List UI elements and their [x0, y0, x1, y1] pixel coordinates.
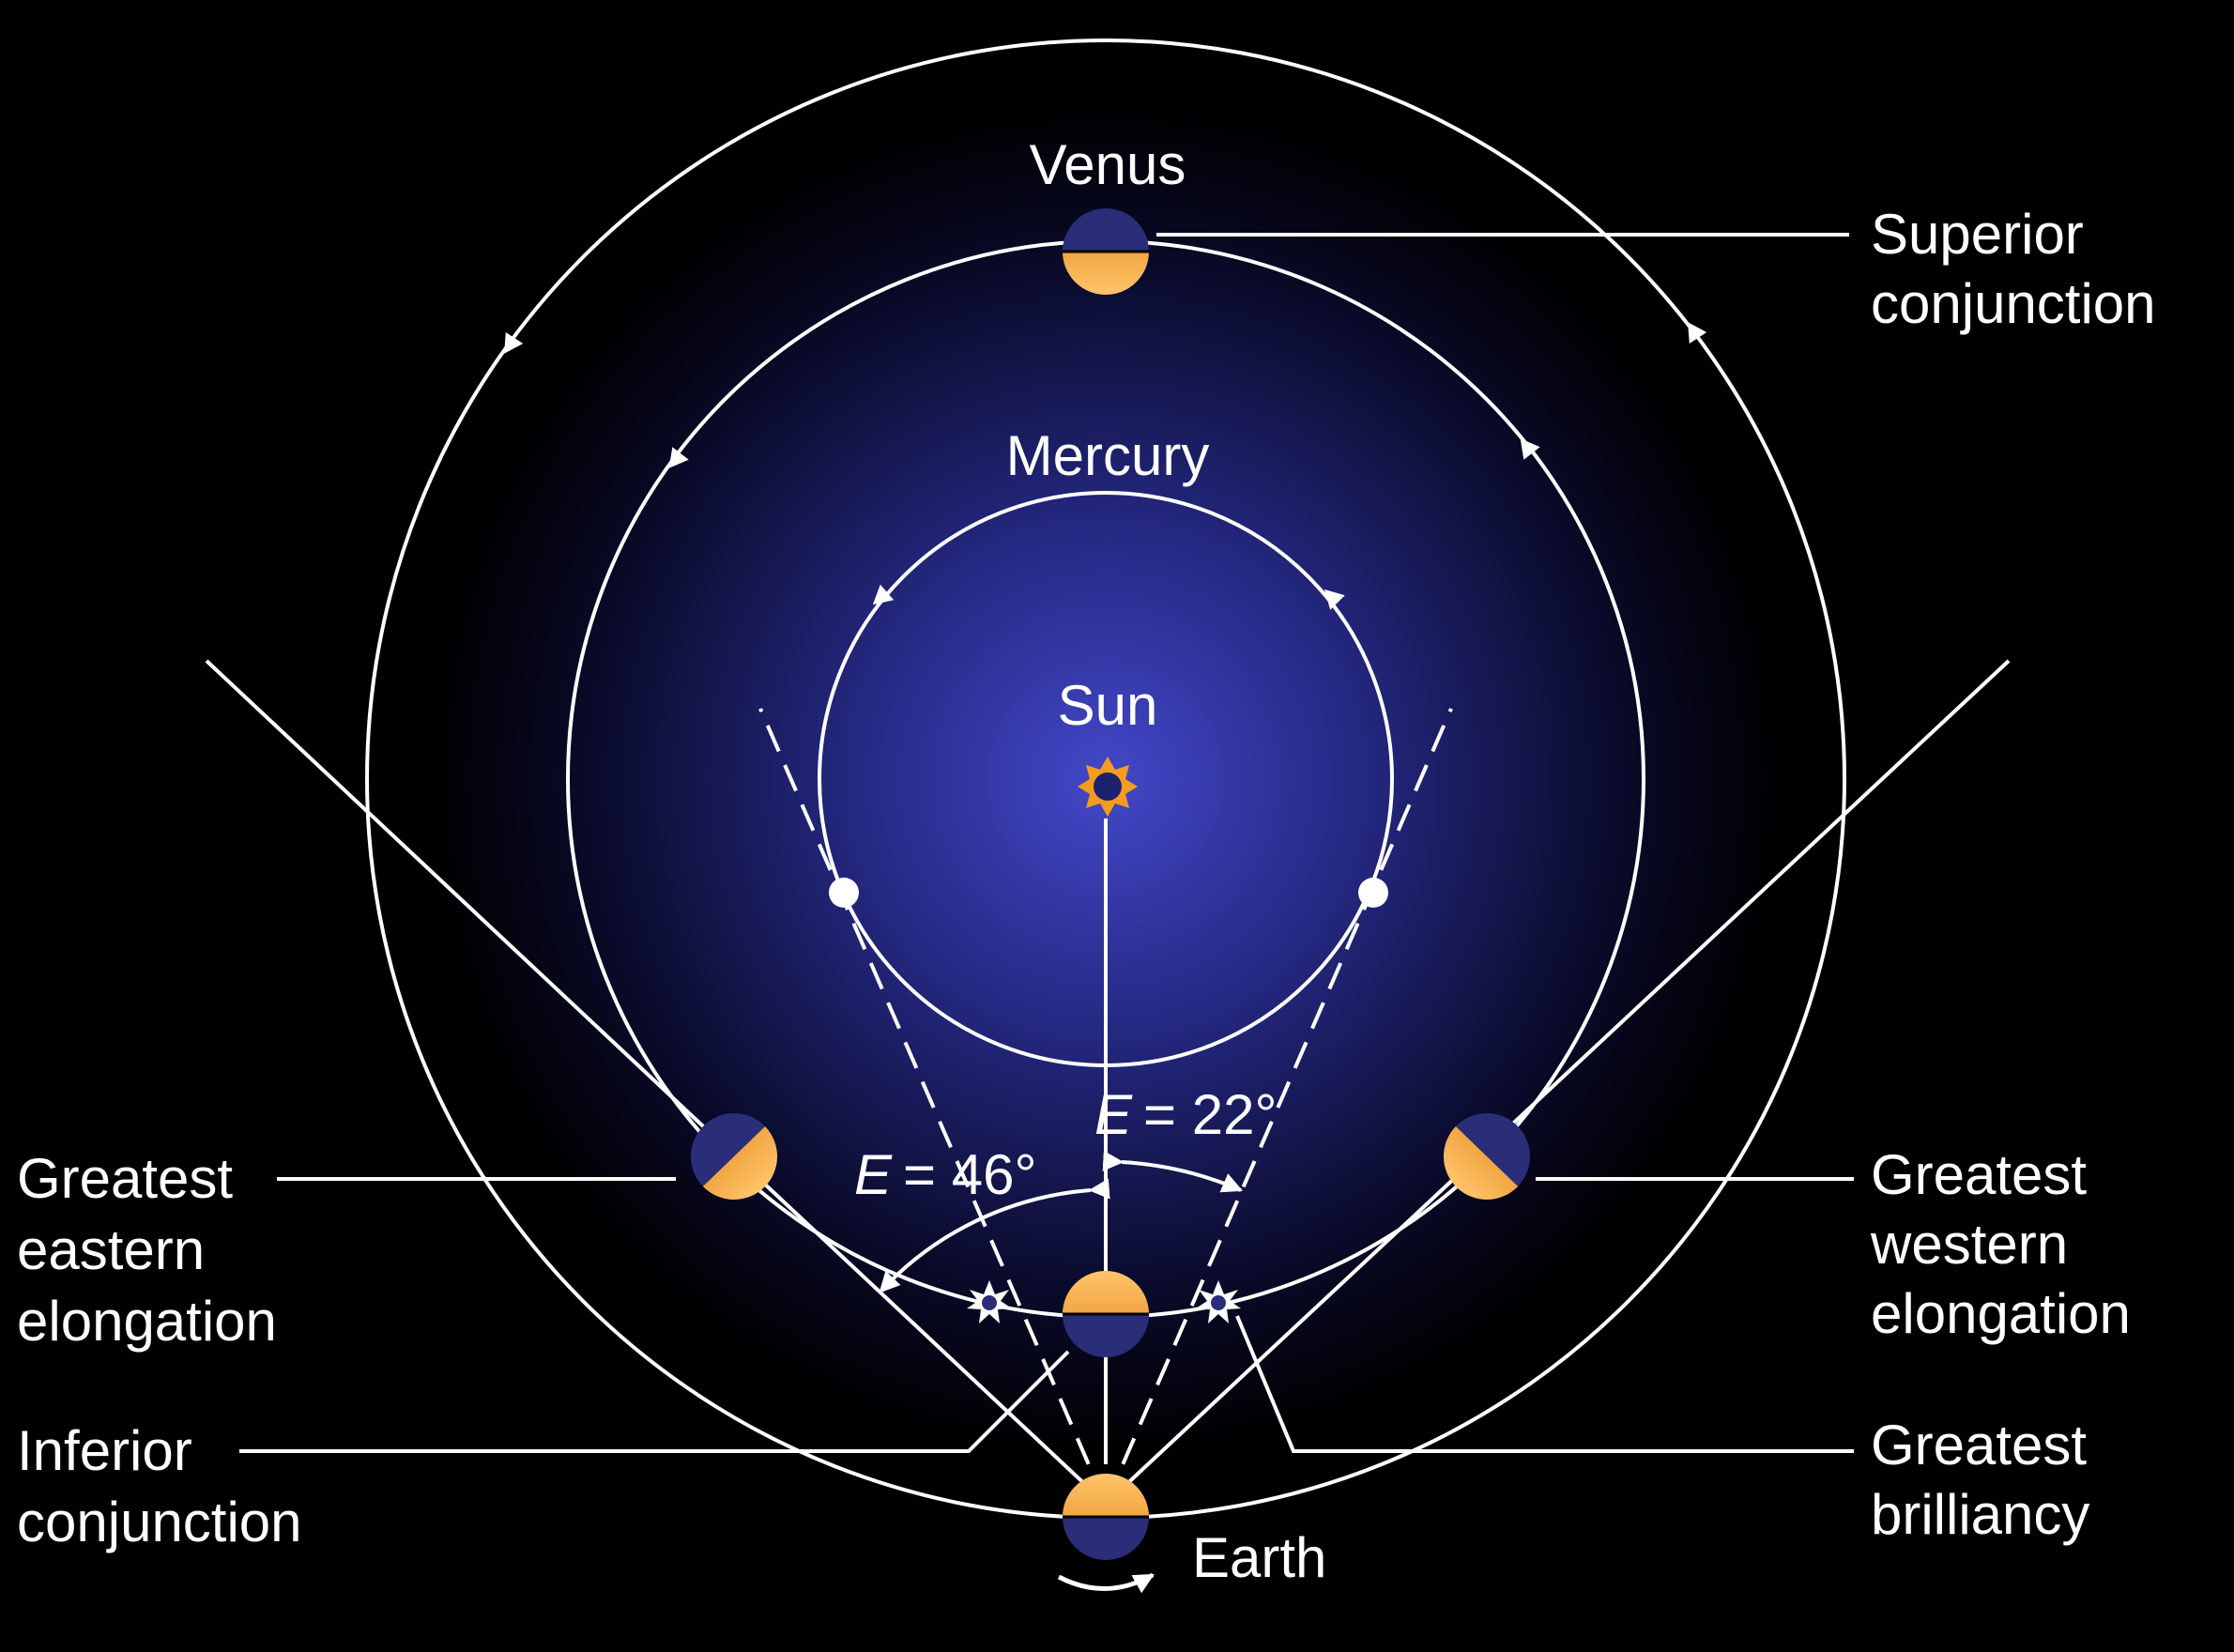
- mercury-orbit-arrow-right: [1324, 589, 1345, 610]
- sun-icon: [1078, 757, 1138, 817]
- mercury-western-elongation: [1358, 878, 1388, 908]
- mercury-orbit-arrow-left: [872, 584, 895, 605]
- venus-elongation-arc: [879, 1178, 1110, 1293]
- venus-superior-conjunction: [1063, 208, 1149, 295]
- mercury-eastern-elongation: [829, 878, 859, 908]
- orbit-direction-arrows: [504, 322, 1707, 610]
- brilliancy-star-west: [1196, 1280, 1241, 1323]
- brilliancy-star-east: [967, 1280, 1012, 1323]
- earth-orbit-arrow-right: [1688, 322, 1707, 344]
- eastern-elongation-label: Greatest eastern elongation: [17, 1147, 277, 1353]
- mercury-elongation-angle: E= 22°: [1094, 1083, 1277, 1146]
- mercury-west-sightline: [1104, 708, 1453, 1505]
- venus-orbit-arrow-left: [668, 447, 689, 468]
- eastern-elongation-sightline: [205, 659, 1108, 1506]
- venus-elongation-angle: E= 46°: [854, 1143, 1036, 1206]
- western-elongation-label: Greatest western elongation: [1870, 1143, 2131, 1345]
- callout-lines: [239, 233, 1854, 1453]
- sun-label: Sun: [1058, 674, 1158, 737]
- venus-eastern-elongation: [691, 1113, 777, 1200]
- earth-planet: [1063, 1474, 1149, 1560]
- greatest-brilliancy-label: Greatest brilliancy: [1871, 1414, 2103, 1546]
- greatest-brilliancy-leader: [1235, 1315, 1854, 1453]
- venus-orbit-arrow-right: [1520, 438, 1540, 460]
- mercury-label: Mercury: [1006, 424, 1210, 487]
- earth-label: Earth: [1192, 1526, 1326, 1589]
- venus-western-elongation: [1444, 1113, 1530, 1200]
- earth-rotation-arrow: [1057, 1572, 1155, 1594]
- earth-orbit-arrow-left: [504, 332, 524, 354]
- inferior-conjunction-label: Inferior conjunction: [17, 1419, 302, 1553]
- venus-label: Venus: [1030, 133, 1186, 196]
- venus-inferior-conjunction: [1063, 1271, 1149, 1357]
- inferior-conjunction-leader: [239, 1350, 1070, 1453]
- superior-conjunction-label: Superior conjunction: [1871, 203, 2156, 335]
- mercury-elongation-arc: [1102, 1150, 1244, 1193]
